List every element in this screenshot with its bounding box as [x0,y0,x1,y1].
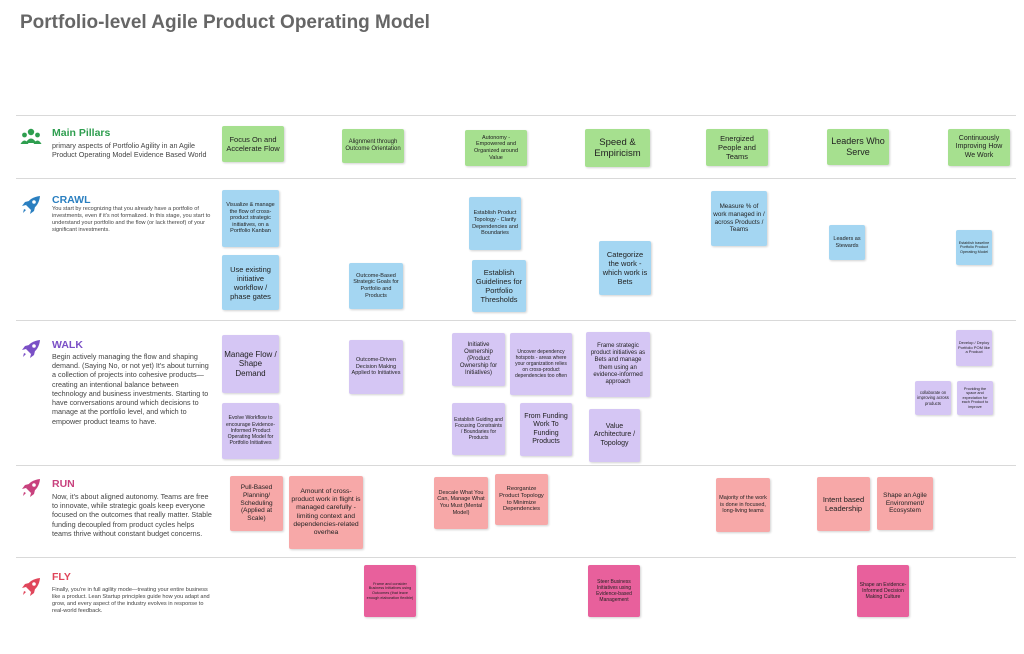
crawl-note[interactable]: Measure % of work managed in / across Pr… [711,191,767,246]
row-title-fly: FLY [52,571,71,583]
row-desc-fly: Finally, you're in full agility mode—tre… [52,587,210,615]
row-title-main-pillars: Main Pillars [52,127,111,139]
rocket-icon [22,196,40,214]
fly-note[interactable]: Steer Business Initiatives using Evidenc… [588,565,640,617]
crawl-note[interactable]: Establish Guidelines for Portfolio Thres… [472,260,526,312]
run-note[interactable]: Majority of the work is done in focused,… [716,478,770,532]
row-title-walk: WALK [52,339,83,351]
walk-note[interactable]: Value Architecture / Topology [589,409,640,462]
crawl-note[interactable]: Establish Product Topology - Clarify Dep… [469,197,521,250]
crawl-note[interactable]: Categorize the work - which work is Bets [599,241,651,295]
pillar-note[interactable]: Leaders Who Serve [827,129,889,165]
walk-note[interactable]: Establish Guiding and Focusing Constrain… [452,403,505,455]
run-note[interactable]: Shape an Agile Environment/ Ecosystem [877,477,933,530]
rocket-icon [22,578,40,596]
run-note[interactable]: Amount of cross-product work in flight i… [289,476,363,549]
fly-note[interactable]: Frame and consider Business Initiatives … [364,565,416,617]
pillar-note[interactable]: Continuously Improving How We Work [948,129,1010,166]
row-divider [16,115,1016,116]
walk-note[interactable]: Evolve Workflow to encourage Evidence-In… [222,403,279,459]
crawl-note[interactable]: Establish baseline Portfolio Product Ope… [956,230,992,265]
run-note[interactable]: Intent based Leadership [817,477,870,531]
row-desc-main-pillars: primary aspects of Portfolio Agility in … [52,141,207,160]
walk-note[interactable]: Initiative Ownership (Product Ownership … [452,333,505,386]
page-title: Portfolio-level Agile Product Operating … [20,12,430,33]
people-icon [20,128,42,144]
walk-note[interactable]: Providing the space and expectation for … [957,381,993,415]
fly-note[interactable]: Shape an Evidence-Informed Decision Maki… [857,565,909,617]
rocket-icon [22,479,40,497]
crawl-note[interactable]: Leaders as Stewards [829,225,865,260]
walk-note[interactable]: Uncover dependency hotspots - areas wher… [510,333,572,395]
pillar-note[interactable]: Autonomy - Empowered and Organized aroun… [465,130,527,166]
row-divider [16,465,1016,466]
row-divider [16,178,1016,179]
run-note[interactable]: Reorganize Product Topology to Minimize … [495,474,548,525]
run-note[interactable]: Pull-Based Planning/ Scheduling (Applied… [230,476,283,531]
run-note[interactable]: Descale What You Can, Manage What You Mu… [434,477,488,529]
row-divider [16,320,1016,321]
row-desc-run: Now, it's about aligned autonomy. Teams … [52,492,212,538]
crawl-note[interactable]: Use existing initiative workflow / phase… [222,255,279,310]
walk-note[interactable]: collaborate on improving across products [915,381,951,415]
walk-note[interactable]: Manage Flow / Shape Demand [222,335,279,393]
pillar-note[interactable]: Alignment through Outcome Orientation [342,129,404,163]
pillar-note[interactable]: Energized People and Teams [706,129,768,166]
walk-note[interactable]: From Funding Work To Funding Products [520,403,572,456]
row-divider [16,557,1016,558]
rocket-icon [22,340,40,358]
walk-note[interactable]: Develop / Deploy Portfolio POM like a Pr… [956,330,992,366]
pillar-note[interactable]: Speed & Empiricism [585,129,650,167]
crawl-note[interactable]: Outcome-Based Strategic Goals for Portfo… [349,263,403,309]
walk-note[interactable]: Frame strategic product initiatives as B… [586,332,650,397]
pillar-note[interactable]: Focus On and Accelerate Flow [222,126,284,162]
crawl-note[interactable]: Visualize & manage the flow of cross-pro… [222,190,279,247]
row-title-crawl: CRAWL [52,194,91,206]
walk-note[interactable]: Outcome-Driven Decision Making Applied t… [349,340,403,394]
row-desc-walk: Begin actively managing the flow and sha… [52,352,209,426]
row-title-run: RUN [52,478,75,490]
row-desc-crawl: You start by recognizing that you alread… [52,206,211,234]
